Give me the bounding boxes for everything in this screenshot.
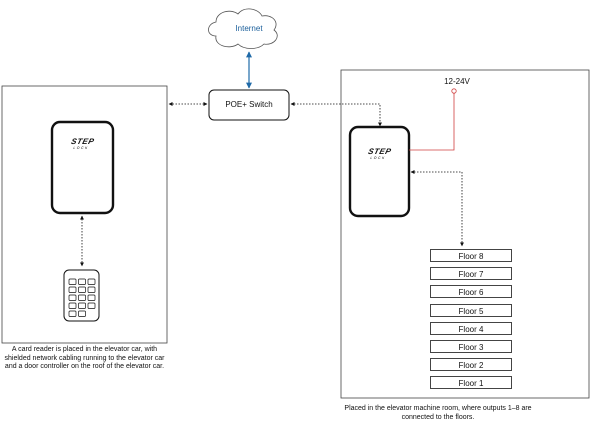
- floor-5: Floor 5: [430, 304, 512, 317]
- keypad-key: [68, 286, 77, 293]
- keypad-key: [78, 294, 86, 301]
- floor-6: Floor 6: [430, 285, 512, 298]
- power-label: 12-24V: [444, 77, 470, 86]
- internet-label: Internet: [235, 24, 263, 33]
- left-caption: A card reader is placed in the elevator …: [4, 346, 165, 370]
- keypad-key: [87, 286, 96, 293]
- keypad-key: [68, 294, 77, 301]
- door-controller-left: [50, 120, 115, 215]
- poe-switch: [208, 89, 290, 121]
- keypad-key: [78, 302, 86, 309]
- card-reader-keypad: [63, 269, 100, 322]
- keypad-key: [78, 278, 86, 285]
- switch-label: POE+ Switch: [225, 100, 273, 109]
- link-switch-controller: [290, 102, 382, 127]
- keypad-key: [68, 278, 77, 285]
- link-controller-floors: [410, 170, 464, 247]
- power-terminal: [451, 88, 457, 94]
- floor-2: Floor 2: [430, 358, 512, 371]
- step-logo-left: STEP LOCK: [70, 137, 96, 150]
- floor-8: Floor 8: [430, 249, 512, 262]
- keypad-key: [87, 294, 96, 301]
- floor-4: Floor 4: [430, 322, 512, 335]
- keypad-key: [78, 286, 86, 293]
- internet-cloud: [208, 8, 278, 49]
- floor-1: Floor 1: [430, 376, 512, 389]
- elevator-car-box: [1, 85, 168, 344]
- keypad-key: [87, 278, 96, 285]
- keypad-key: [68, 310, 77, 317]
- floor-7: Floor 7: [430, 267, 512, 280]
- door-controller-right: [348, 125, 411, 218]
- power-wire: [409, 93, 455, 151]
- keypad-key: [87, 302, 96, 309]
- right-caption: Placed in the elevator machine room, whe…: [344, 405, 532, 421]
- machine-room-box: [340, 69, 590, 399]
- floor-3: Floor 3: [430, 340, 512, 353]
- step-logo-right: STEP LOCK: [367, 147, 393, 160]
- keypad-key: [78, 310, 86, 317]
- keypad-key: [68, 302, 77, 309]
